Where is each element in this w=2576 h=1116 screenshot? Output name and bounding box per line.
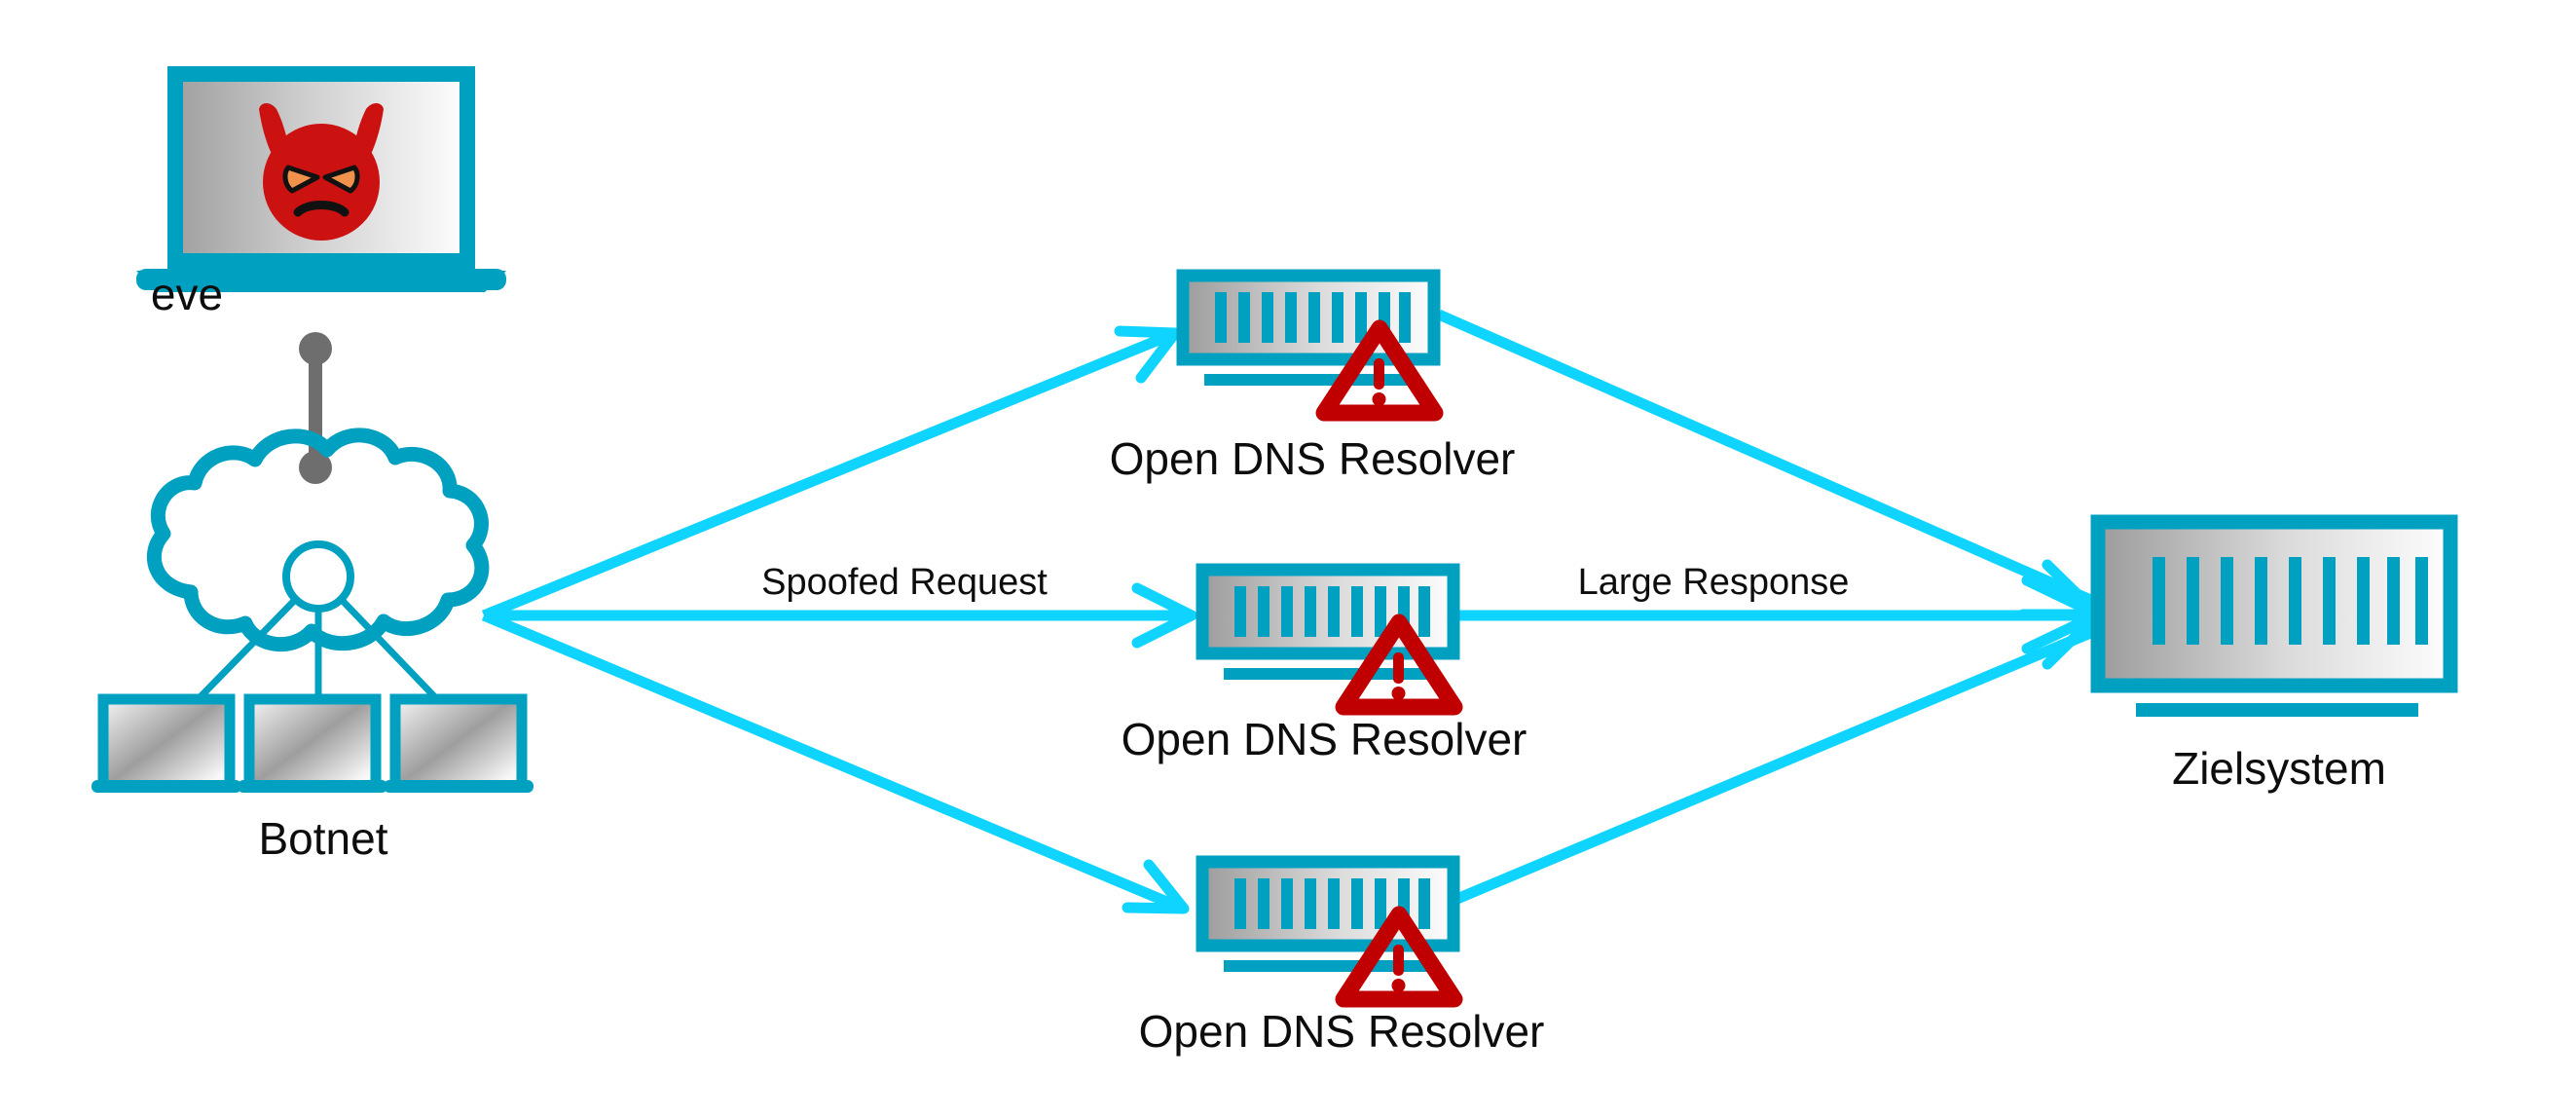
warning-triangle-icon [1315,319,1444,422]
server-icon [1196,563,1460,680]
large-response-edges [1436,309,2104,907]
warning-triangle-icon [1335,906,1463,1008]
eve-to-botnet-link [299,332,332,484]
server-icon [1176,269,1441,386]
resolver-2-label: Open DNS Resolver [1122,714,1527,764]
large-response-label: Large Response [1578,562,1850,603]
attacker-label: eve [151,269,223,319]
target-system [2090,514,2458,717]
resolver-1-label: Open DNS Resolver [1110,433,1516,484]
botnet-node-2 [238,693,387,793]
devil-face-icon [259,103,384,241]
botnet-label: Botnet [259,813,388,864]
open-dns-resolver-1 [1176,269,1444,422]
spoofed-request-edges [481,325,1197,914]
open-dns-resolver-2 [1196,563,1463,716]
botnet-node-3 [384,693,534,793]
spoofed-request-label: Spoofed Request [761,562,1048,603]
cloud-botnet-icon [92,428,534,793]
target-label: Zielsystem [2172,743,2386,794]
botnet-node-1 [92,693,241,793]
warning-triangle-icon [1335,614,1463,716]
resolver-3-label: Open DNS Resolver [1139,1006,1545,1057]
server-icon [1196,855,1460,972]
laptop-devil-icon [136,66,506,292]
open-dns-resolver-3 [1196,855,1463,1008]
server-icon [2090,514,2458,717]
